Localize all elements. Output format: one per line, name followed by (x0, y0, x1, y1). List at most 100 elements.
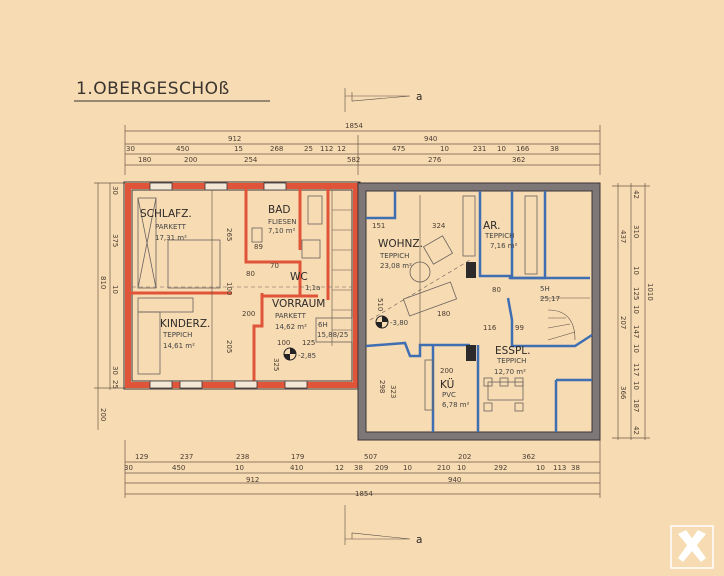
svg-text:112: 112 (320, 145, 333, 153)
svg-text:38: 38 (550, 145, 559, 153)
svg-text:PARKETT: PARKETT (275, 312, 307, 320)
svg-text:38: 38 (354, 464, 363, 472)
svg-text:42: 42 (632, 190, 640, 199)
svg-text:323: 323 (389, 385, 397, 398)
svg-text:PARKETT: PARKETT (155, 223, 187, 231)
svg-text:265: 265 (225, 228, 233, 241)
svg-text:450: 450 (176, 145, 189, 153)
svg-text:207: 207 (619, 316, 627, 329)
dimension-lines-top: 1854 912 940 30 450 15 268 25 112 12 475… (124, 122, 601, 175)
dimension-lines-bottom: 129 237 238 179 507 202 362 30 450 10 41… (124, 440, 601, 498)
level-label: -3,80 (390, 319, 408, 327)
svg-text:VORRAUM: VORRAUM (272, 298, 325, 310)
svg-text:237: 237 (180, 453, 193, 461)
svg-text:1,1a: 1,1a (305, 284, 320, 292)
plan-title: 1.OBERGESCHOß (76, 79, 230, 99)
svg-text:TEPPICH: TEPPICH (162, 331, 192, 339)
svg-text:450: 450 (172, 464, 185, 472)
svg-text:15: 15 (234, 145, 243, 153)
dimension-lines-left: 30 375 810 10 30 25 200 (94, 182, 125, 430)
svg-text:10: 10 (632, 381, 640, 390)
section-label: a (416, 91, 422, 103)
svg-text:362: 362 (512, 156, 525, 164)
svg-text:KINDERZ.: KINDERZ. (160, 318, 210, 330)
svg-text:AR.: AR. (483, 220, 500, 232)
svg-text:30: 30 (124, 464, 133, 472)
svg-text:100: 100 (277, 339, 290, 347)
svg-text:SCHLAFZ.: SCHLAFZ. (140, 208, 192, 220)
svg-text:200: 200 (99, 408, 107, 421)
right-wing-walls (357, 182, 601, 441)
level-marker: -3,80 (375, 315, 408, 329)
svg-text:276: 276 (428, 156, 442, 164)
stair-label: 5H (540, 285, 550, 293)
svg-text:10: 10 (235, 464, 244, 472)
svg-text:30: 30 (111, 366, 119, 375)
svg-text:268: 268 (270, 145, 283, 153)
svg-text:70: 70 (270, 262, 279, 270)
svg-text:810: 810 (99, 276, 107, 289)
room-wohnz: WOHNZ. TEPPICH 23,08 m² (378, 238, 423, 270)
svg-text:10: 10 (457, 464, 466, 472)
svg-text:324: 324 (432, 222, 446, 230)
svg-text:1854: 1854 (345, 122, 363, 130)
level-label: -2,85 (298, 352, 316, 360)
svg-text:298: 298 (378, 380, 386, 393)
svg-text:410: 410 (290, 464, 303, 472)
svg-text:10: 10 (497, 145, 506, 153)
svg-text:TEPPICH: TEPPICH (496, 357, 526, 365)
svg-text:ESSPL.: ESSPL. (495, 345, 530, 357)
svg-text:117: 117 (632, 363, 640, 376)
svg-text:10: 10 (632, 266, 640, 275)
svg-text:7,16 m²: 7,16 m² (490, 242, 518, 250)
svg-text:WC: WC (290, 271, 308, 283)
svg-text:10: 10 (403, 464, 412, 472)
svg-text:14,62 m²: 14,62 m² (275, 323, 307, 331)
svg-text:10: 10 (632, 305, 640, 314)
svg-text:10: 10 (440, 145, 449, 153)
svg-text:6,78 m²: 6,78 m² (442, 401, 470, 409)
svg-text:PVC: PVC (442, 391, 456, 399)
dimension-lines-right: 42 310 437 10 125 10 147 207 10 117 10 1… (612, 183, 654, 440)
svg-text:912: 912 (228, 135, 241, 143)
svg-text:TEPPICH: TEPPICH (484, 232, 514, 240)
svg-text:10: 10 (536, 464, 545, 472)
svg-text:366: 366 (619, 386, 627, 400)
stair-ratio: 25,17 (540, 295, 560, 303)
svg-text:1854: 1854 (355, 490, 373, 498)
svg-text:151: 151 (372, 222, 385, 230)
chimney (466, 345, 476, 361)
svg-text:582: 582 (347, 156, 360, 164)
svg-text:187: 187 (632, 399, 640, 412)
svg-text:940: 940 (448, 476, 461, 484)
svg-text:179: 179 (291, 453, 304, 461)
section-marker-top: a (344, 88, 422, 112)
room-wc: WC 1,1a (290, 271, 320, 292)
svg-text:7,10 m²: 7,10 m² (268, 227, 296, 235)
svg-text:180: 180 (437, 310, 450, 318)
svg-text:231: 231 (473, 145, 486, 153)
section-marker-bottom: a (344, 505, 422, 546)
svg-text:25: 25 (304, 145, 313, 153)
right-wing-furniture (369, 195, 590, 412)
svg-text:202: 202 (458, 453, 471, 461)
svg-text:113: 113 (553, 464, 566, 472)
svg-text:437: 437 (619, 230, 627, 243)
svg-text:14,61 m²: 14,61 m² (163, 342, 195, 350)
svg-text:125: 125 (302, 339, 315, 347)
svg-text:23,08 m²: 23,08 m² (380, 262, 412, 270)
svg-text:WOHNZ.: WOHNZ. (378, 238, 423, 250)
inner-dimensions: 265 205 100 80 200 324 151 510 180 298 3… (225, 222, 524, 398)
svg-text:1010: 1010 (646, 283, 654, 301)
svg-text:940: 940 (424, 135, 437, 143)
svg-text:89: 89 (254, 243, 263, 251)
svg-text:510: 510 (376, 298, 384, 311)
svg-text:12,70 m²: 12,70 m² (494, 368, 526, 376)
svg-text:200: 200 (440, 367, 453, 375)
svg-text:80: 80 (492, 286, 501, 294)
left-wing-furniture (132, 190, 353, 381)
room-ku: KÜ PVC 6,78 m² (440, 378, 470, 409)
svg-text:10: 10 (632, 344, 640, 353)
svg-text:238: 238 (236, 453, 249, 461)
